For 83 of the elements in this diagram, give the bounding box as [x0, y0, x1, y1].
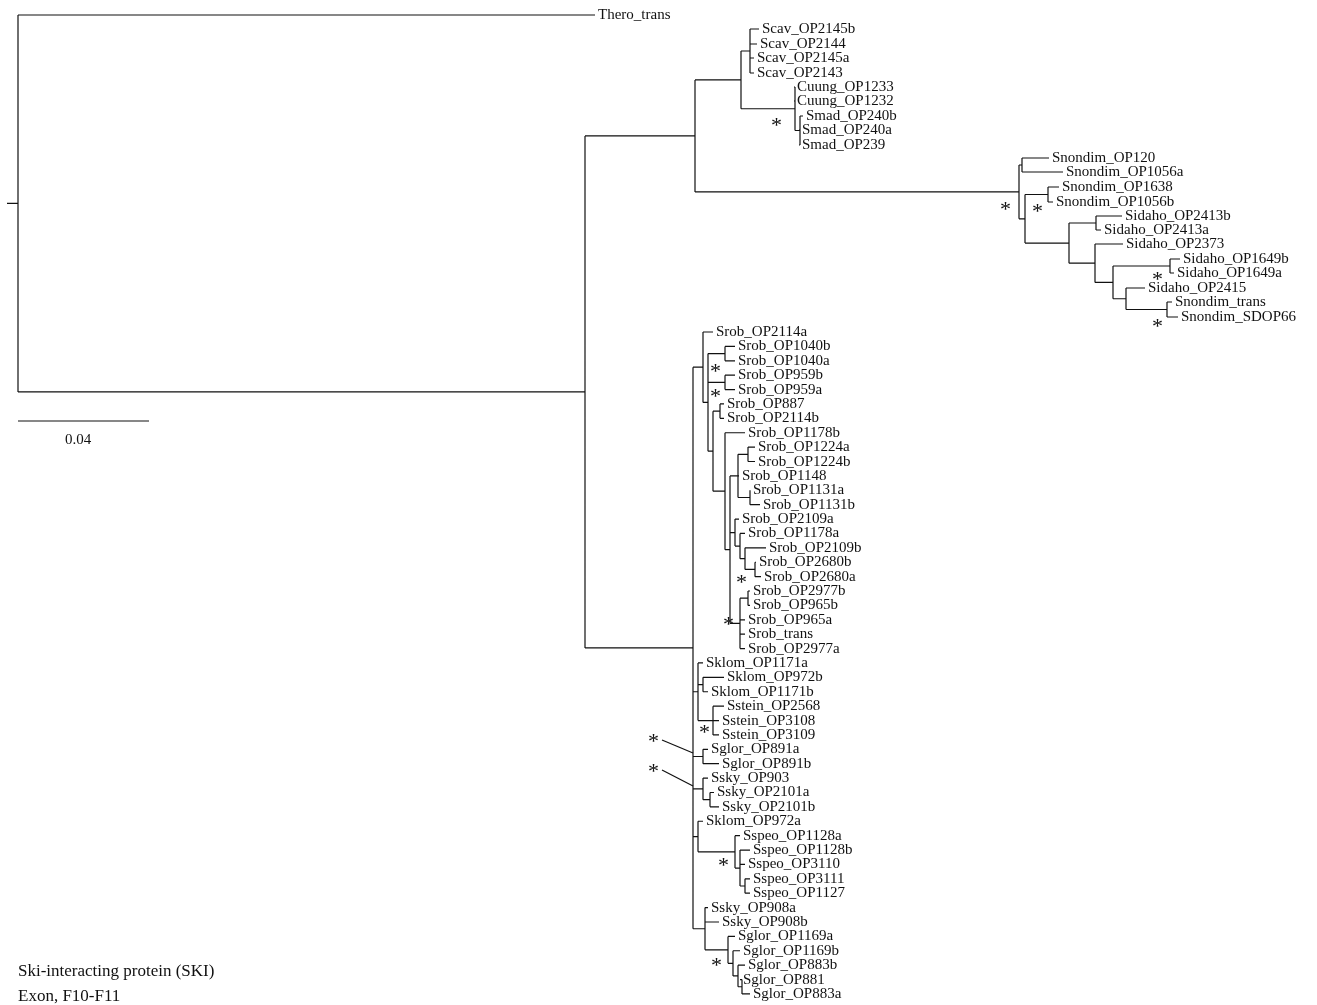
support-asterisk: * — [1152, 318, 1163, 332]
taxon-label: Srob_OP1148 — [742, 467, 827, 483]
leader-line — [661, 739, 694, 754]
taxon-label: Smad_OP239 — [802, 137, 886, 152]
taxon-label: Srob_OP2109b — [769, 539, 862, 555]
taxon-label: Sidaho_OP1649a — [1177, 265, 1282, 280]
taxon-label: Srob_OP2114a — [716, 324, 808, 339]
taxon-label: Sglor_OP881 — [743, 971, 825, 987]
taxon-label: Scav_OP2144 — [760, 36, 846, 51]
support-asterisk: * — [710, 388, 721, 402]
taxon-label: Snondim_SDOP66 — [1181, 309, 1297, 324]
taxon-label: Srob_OP2977a — [748, 640, 840, 656]
taxon-label: Srob_OP1224a — [758, 439, 850, 455]
support-asterisk: * — [736, 574, 747, 588]
taxon-label: Cuung_OP1233 — [797, 79, 894, 94]
taxon-label: Snondim_OP1056a — [1066, 164, 1184, 179]
taxon-label: Sklom_OP972b — [727, 669, 823, 685]
taxon-label: Sspeo_OP3111 — [753, 870, 845, 886]
taxon-label: Sklom_OP1171a — [706, 654, 808, 670]
support-asterisk: * — [648, 733, 659, 747]
taxon-label: Srob_OP2109a — [742, 511, 834, 527]
taxon-label: Srob_OP1040b — [738, 338, 831, 354]
taxon-label: Srob_OP1178a — [748, 525, 840, 541]
taxon-label: Smad_OP240b — [806, 108, 897, 123]
taxon-label: Sstein_OP3108 — [722, 712, 816, 728]
taxon-label: Sidaho_OP2415 — [1148, 280, 1247, 295]
taxon-label: Ssky_OP908b — [722, 914, 808, 929]
taxon-label: Srob_trans — [748, 626, 813, 642]
taxon-label: Sidaho_OP2413a — [1104, 222, 1209, 237]
support-asterisk: * — [771, 117, 782, 131]
taxon-label: Ssky_OP908a — [711, 899, 796, 915]
taxon-label: Ssky_OP903 — [711, 770, 790, 786]
taxon-label: Srob_OP2977b — [753, 583, 846, 598]
taxon-label: Scav_OP2145b — [762, 21, 856, 36]
taxon-label: Snondim_OP1638 — [1062, 179, 1173, 194]
taxon-label: Srob_OP965b — [753, 597, 838, 613]
taxon-label: Sidaho_OP1649b — [1183, 251, 1289, 266]
taxon-label: Sglor_OP891a — [711, 741, 800, 757]
taxon-label: Srob_OP1131b — [763, 496, 855, 512]
taxon-label: Sspeo_OP1128a — [743, 827, 842, 843]
taxon-label: Sidaho_OP2413b — [1125, 208, 1231, 223]
taxon-label: Srob_OP887 — [727, 395, 805, 411]
support-asterisk: * — [648, 763, 659, 777]
taxon-label: Sstein_OP3109 — [722, 726, 816, 742]
taxon-label: Srob_OP2680b — [759, 554, 852, 570]
taxon-label: Scav_OP2145a — [757, 50, 850, 65]
taxon-label: Sglor_OP1169b — [743, 942, 840, 958]
taxon-label: Thero_trans — [598, 7, 671, 22]
support-asterisk: * — [1000, 201, 1011, 215]
taxon-label: Sglor_OP891b — [722, 755, 812, 771]
taxon-label: Sidaho_OP2373 — [1126, 236, 1225, 251]
taxon-label: Snondim_OP1056b — [1056, 194, 1175, 209]
taxon-label: Snondim_trans — [1175, 294, 1266, 309]
taxon-label: Srob_OP965a — [748, 611, 833, 627]
taxon-label: Srob_OP1224b — [758, 453, 851, 469]
taxon-label: Sspeo_OP1127 — [753, 885, 845, 901]
support-asterisk: * — [710, 363, 721, 377]
support-asterisk: * — [699, 724, 710, 738]
caption-line: Ski-interacting protein (SKI) — [18, 961, 215, 981]
support-asterisk: * — [1032, 203, 1043, 217]
taxon-label: Srob_OP2680a — [764, 568, 856, 584]
taxon-label: Sspeo_OP3110 — [748, 856, 840, 872]
leader-line — [661, 769, 694, 787]
taxon-label: Sklom_OP1171b — [711, 683, 814, 699]
taxon-label: Srob_OP959b — [738, 367, 823, 383]
taxon-label: Srob_OP959a — [738, 381, 823, 397]
taxon-label: Srob_OP1131a — [753, 482, 845, 498]
taxon-label: Snondim_OP120 — [1052, 150, 1156, 165]
taxon-label: Sglor_OP883a — [753, 985, 842, 1001]
taxon-label: Cuung_OP1232 — [797, 93, 894, 108]
taxon-label: Srob_OP1178b — [748, 424, 840, 440]
taxon-label: Sstein_OP2568 — [727, 698, 821, 714]
taxon-label: Scav_OP2143 — [757, 65, 843, 80]
taxon-label: Smad_OP240a — [802, 122, 892, 137]
taxon-label: Sspeo_OP1128b — [753, 842, 853, 858]
taxon-label: Ssky_OP2101b — [722, 798, 816, 814]
caption-line: Exon, F10-F11 — [18, 986, 121, 1005]
support-asterisk: * — [711, 957, 722, 971]
taxon-label: Srob_OP1040a — [738, 352, 830, 368]
scale-value: 0.04 — [65, 432, 92, 447]
support-asterisk: * — [723, 616, 734, 630]
taxon-label: Srob_OP2114b — [727, 410, 819, 426]
support-asterisk: * — [718, 857, 729, 871]
